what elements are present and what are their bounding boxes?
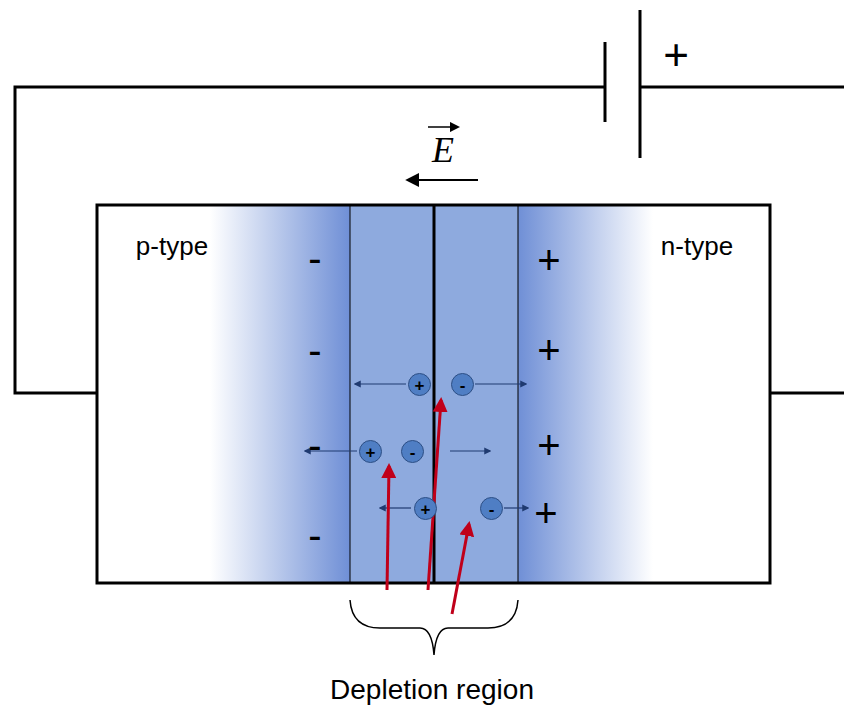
charge-carrier: -	[451, 373, 474, 396]
charge-sign: -	[308, 330, 321, 370]
charge-sign: -	[308, 238, 321, 278]
charge-carrier: -	[480, 497, 503, 520]
charge-carrier: +	[414, 497, 437, 520]
charge-sign: -	[489, 500, 495, 517]
field-label: E	[432, 132, 454, 168]
region-label: Depletion region	[330, 676, 534, 704]
charge-sign: +	[537, 425, 560, 465]
charge-sign: +	[534, 493, 557, 533]
charge-sign: -	[308, 425, 321, 465]
charge-carrier: -	[401, 440, 424, 463]
charge-sign: +	[537, 240, 560, 280]
region-type-label: n-type	[661, 233, 733, 259]
charge-sign: +	[415, 376, 425, 393]
photon-arrows	[387, 400, 469, 614]
battery-polarity: +	[663, 33, 689, 77]
depletion-band	[434, 205, 518, 583]
drift-arrows	[305, 384, 528, 508]
semiconductor-block: p-type n-type + - + - + -	[97, 205, 770, 583]
vector-arrow	[428, 126, 458, 128]
charge-sign: -	[410, 443, 416, 460]
depletion-band	[350, 205, 434, 583]
region-type-label: p-type	[136, 233, 208, 259]
charge-carrier: +	[359, 440, 382, 463]
field-arrow	[408, 179, 478, 181]
region-brace	[350, 600, 518, 655]
charge-carrier: +	[408, 373, 431, 396]
charge-sign: -	[308, 515, 321, 555]
charge-sign: -	[460, 376, 466, 393]
charge-sign: +	[366, 443, 376, 460]
charge-sign: +	[421, 500, 431, 517]
charge-sign: +	[537, 330, 560, 370]
